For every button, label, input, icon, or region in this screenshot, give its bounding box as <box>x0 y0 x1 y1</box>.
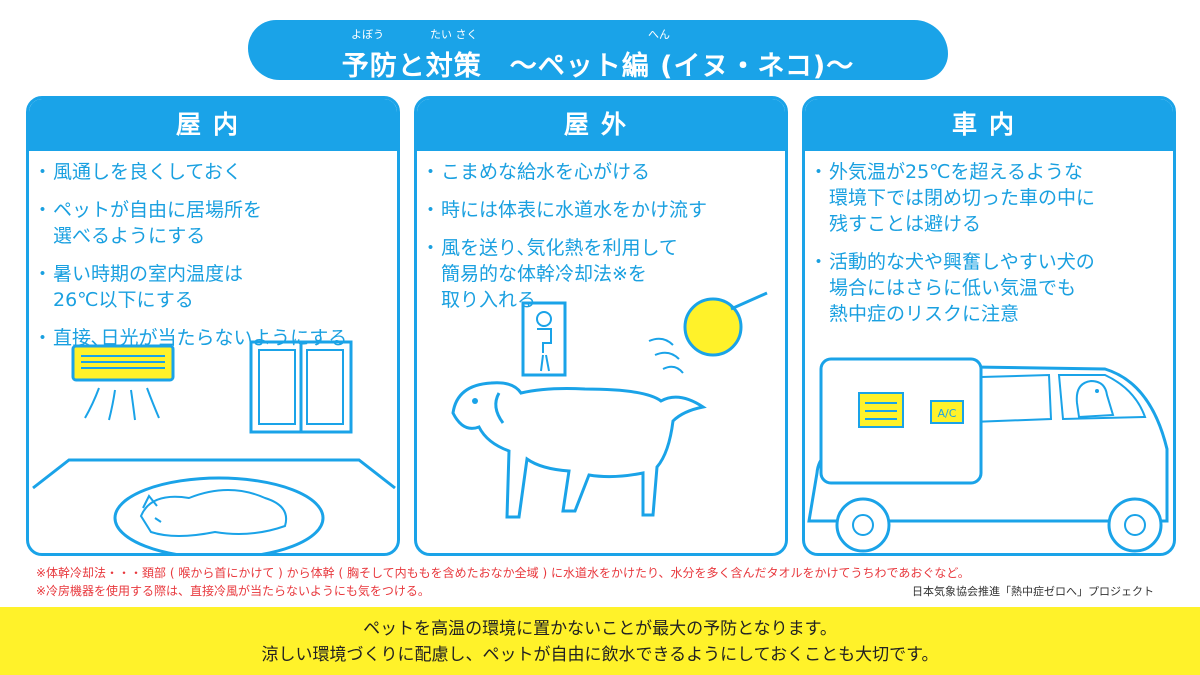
footer-line-2: 涼しい環境づくりに配慮し、ペットが自由に飲水できるようにしておくことも大切です。 <box>261 645 939 665</box>
panel-heading-outdoor: 屋外 <box>417 99 785 151</box>
ac-button-label: A/C <box>938 407 957 420</box>
title-ruby-taisaku: たい さく <box>430 28 478 41</box>
title-ruby-yobou: よぼう <box>351 28 384 41</box>
outdoor-tips-list: こまめな給水を心がける 時には体表に水道水をかけ流す 風を送り､気化熱を利用して… <box>417 159 785 325</box>
list-item: 外気温が25℃を超えるような 環境下では閉め切った車の中に 残すことは避ける <box>805 159 1173 237</box>
title-ruby-hen: へん <box>648 28 670 41</box>
footnote-core-cooling: ※体幹冷却法・・・頚部 ( 喉から首にかけて ) から体幹 ( 胸そして内ももを… <box>36 566 970 580</box>
list-item: 風を送り､気化熱を利用して 簡易的な体幹冷却法※を 取り入れる <box>417 235 785 313</box>
car-dashboard-panel: A/C <box>819 357 983 485</box>
outdoor-illustration <box>451 291 768 519</box>
list-item: こまめな給水を心がける <box>417 159 785 185</box>
water-faucet-icon <box>521 301 567 377</box>
indoor-tips-list: 風通しを良くしておく ペットが自由に居場所を 選べるようにする 暑い時期の室内温… <box>29 159 397 363</box>
panel-indoor: 屋内 風通しを良くしておく ペットが自由に居場所を 選べるようにする 暑い時期の… <box>26 96 400 556</box>
window-icon <box>249 340 353 434</box>
panel-outdoor: 屋外 こまめな給水を心がける 時には体表に水道水をかけ流す 風を送り､気化熱を利… <box>414 96 788 556</box>
list-item: 時には体表に水道水をかけ流す <box>417 197 785 223</box>
page-title: 予防と対策 ～ペット編 (イヌ・ネコ)～ <box>341 51 855 82</box>
list-item: ペットが自由に居場所を 選べるようにする <box>29 197 397 249</box>
footnotes: ※体幹冷却法・・・頚部 ( 喉から首にかけて ) から体幹 ( 胸そして内ももを… <box>36 564 970 600</box>
footer-banner: ペットを高温の環境に置かないことが最大の予防となります。 涼しい環境づくりに配慮… <box>0 607 1200 675</box>
credit-text: 日本気象協会推進「熱中症ゼロへ」プロジェクト <box>912 585 1154 598</box>
footnote-air-conditioner: ※冷房機器を使用する際は、直接冷風が当たらないようにも気をつける。 <box>36 584 430 598</box>
panel-heading-indoor: 屋内 <box>29 99 397 151</box>
panel-incar: 車内 外気温が25℃を超えるような 環境下では閉め切った車の中に 残すことは避け… <box>802 96 1176 556</box>
air-conditioner-icon <box>71 344 175 421</box>
incar-illustration: A/C <box>807 357 1169 553</box>
indoor-illustration <box>32 340 396 553</box>
fan-icon <box>648 291 768 374</box>
dog-icon <box>451 381 707 519</box>
list-item: 風通しを良くしておく <box>29 159 397 185</box>
list-item: 活動的な犬や興奮しやすい犬の 場合にはさらに低い気温でも 熱中症のリスクに注意 <box>805 249 1173 327</box>
title-banner: よぼう たい さく へん 予防と対策 ～ペット編 (イヌ・ネコ)～ <box>248 20 948 82</box>
sleeping-cat-icon <box>113 476 325 553</box>
footer-line-1: ペットを高温の環境に置かないことが最大の予防となります。 <box>363 619 837 639</box>
dog-in-car-icon <box>1075 379 1115 419</box>
list-item: 暑い時期の室内温度は 26℃以下にする <box>29 261 397 313</box>
panel-heading-incar: 車内 <box>805 99 1173 151</box>
incar-tips-list: 外気温が25℃を超えるような 環境下では閉め切った車の中に 残すことは避ける 活… <box>805 159 1173 339</box>
